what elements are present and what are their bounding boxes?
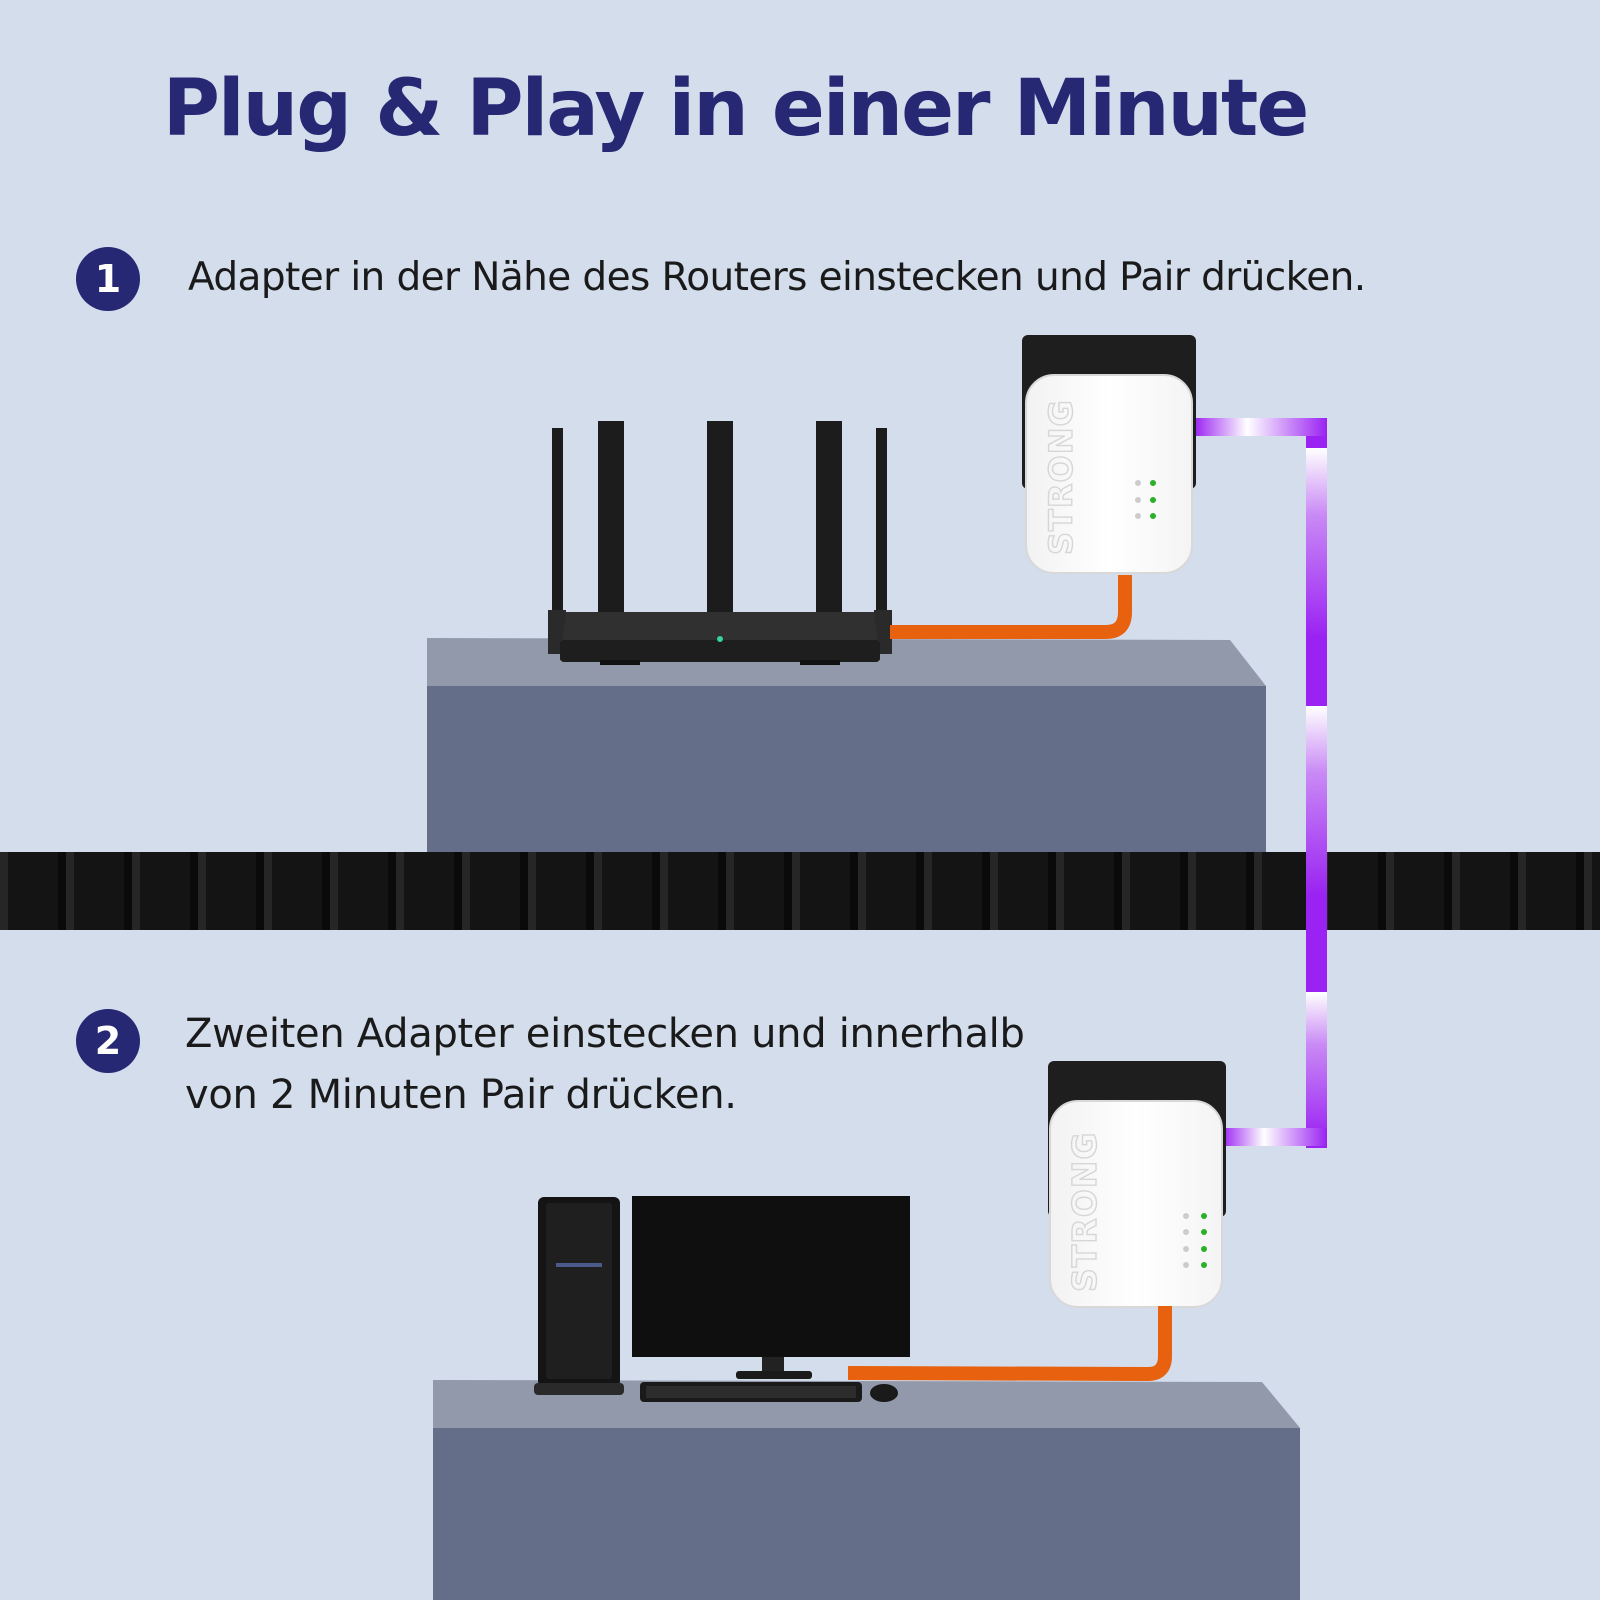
adapter-2-brand: STRONG — [1065, 1132, 1104, 1292]
desktop-pc-icon — [534, 1197, 624, 1395]
powerline-adapter-2-icon: STRONG — [1048, 1061, 1226, 1308]
step-2-text-line-2: von 2 Minuten Pair drücken. — [185, 1072, 737, 1118]
step-1-text: Adapter in der Nähe des Routers einsteck… — [188, 255, 1366, 300]
ethernet-cable-router — [890, 575, 1132, 639]
ethernet-cable-pc — [847, 1306, 1172, 1382]
keyboard-icon — [640, 1382, 862, 1402]
powerline-connection — [1194, 418, 1327, 1148]
monitor-icon — [632, 1196, 910, 1379]
wall-divider — [0, 852, 1600, 930]
step-2-text: Zweiten Adapter einstecken und innerhalb… — [185, 1004, 1025, 1126]
page-title: Plug & Play in einer Minute — [162, 64, 1309, 154]
step-2-badge: 2 — [76, 1009, 140, 1073]
powerline-adapter-icon: STRONG — [1022, 335, 1196, 574]
step-2-text-line-1: Zweiten Adapter einstecken und innerhalb — [185, 1011, 1025, 1057]
adapter-1-brand: STRONG — [1042, 399, 1080, 555]
mouse-icon — [870, 1384, 898, 1402]
step-1-badge: 1 — [76, 247, 140, 311]
router-icon — [548, 421, 892, 665]
lower-table — [433, 1380, 1300, 1600]
upper-table — [427, 638, 1266, 852]
